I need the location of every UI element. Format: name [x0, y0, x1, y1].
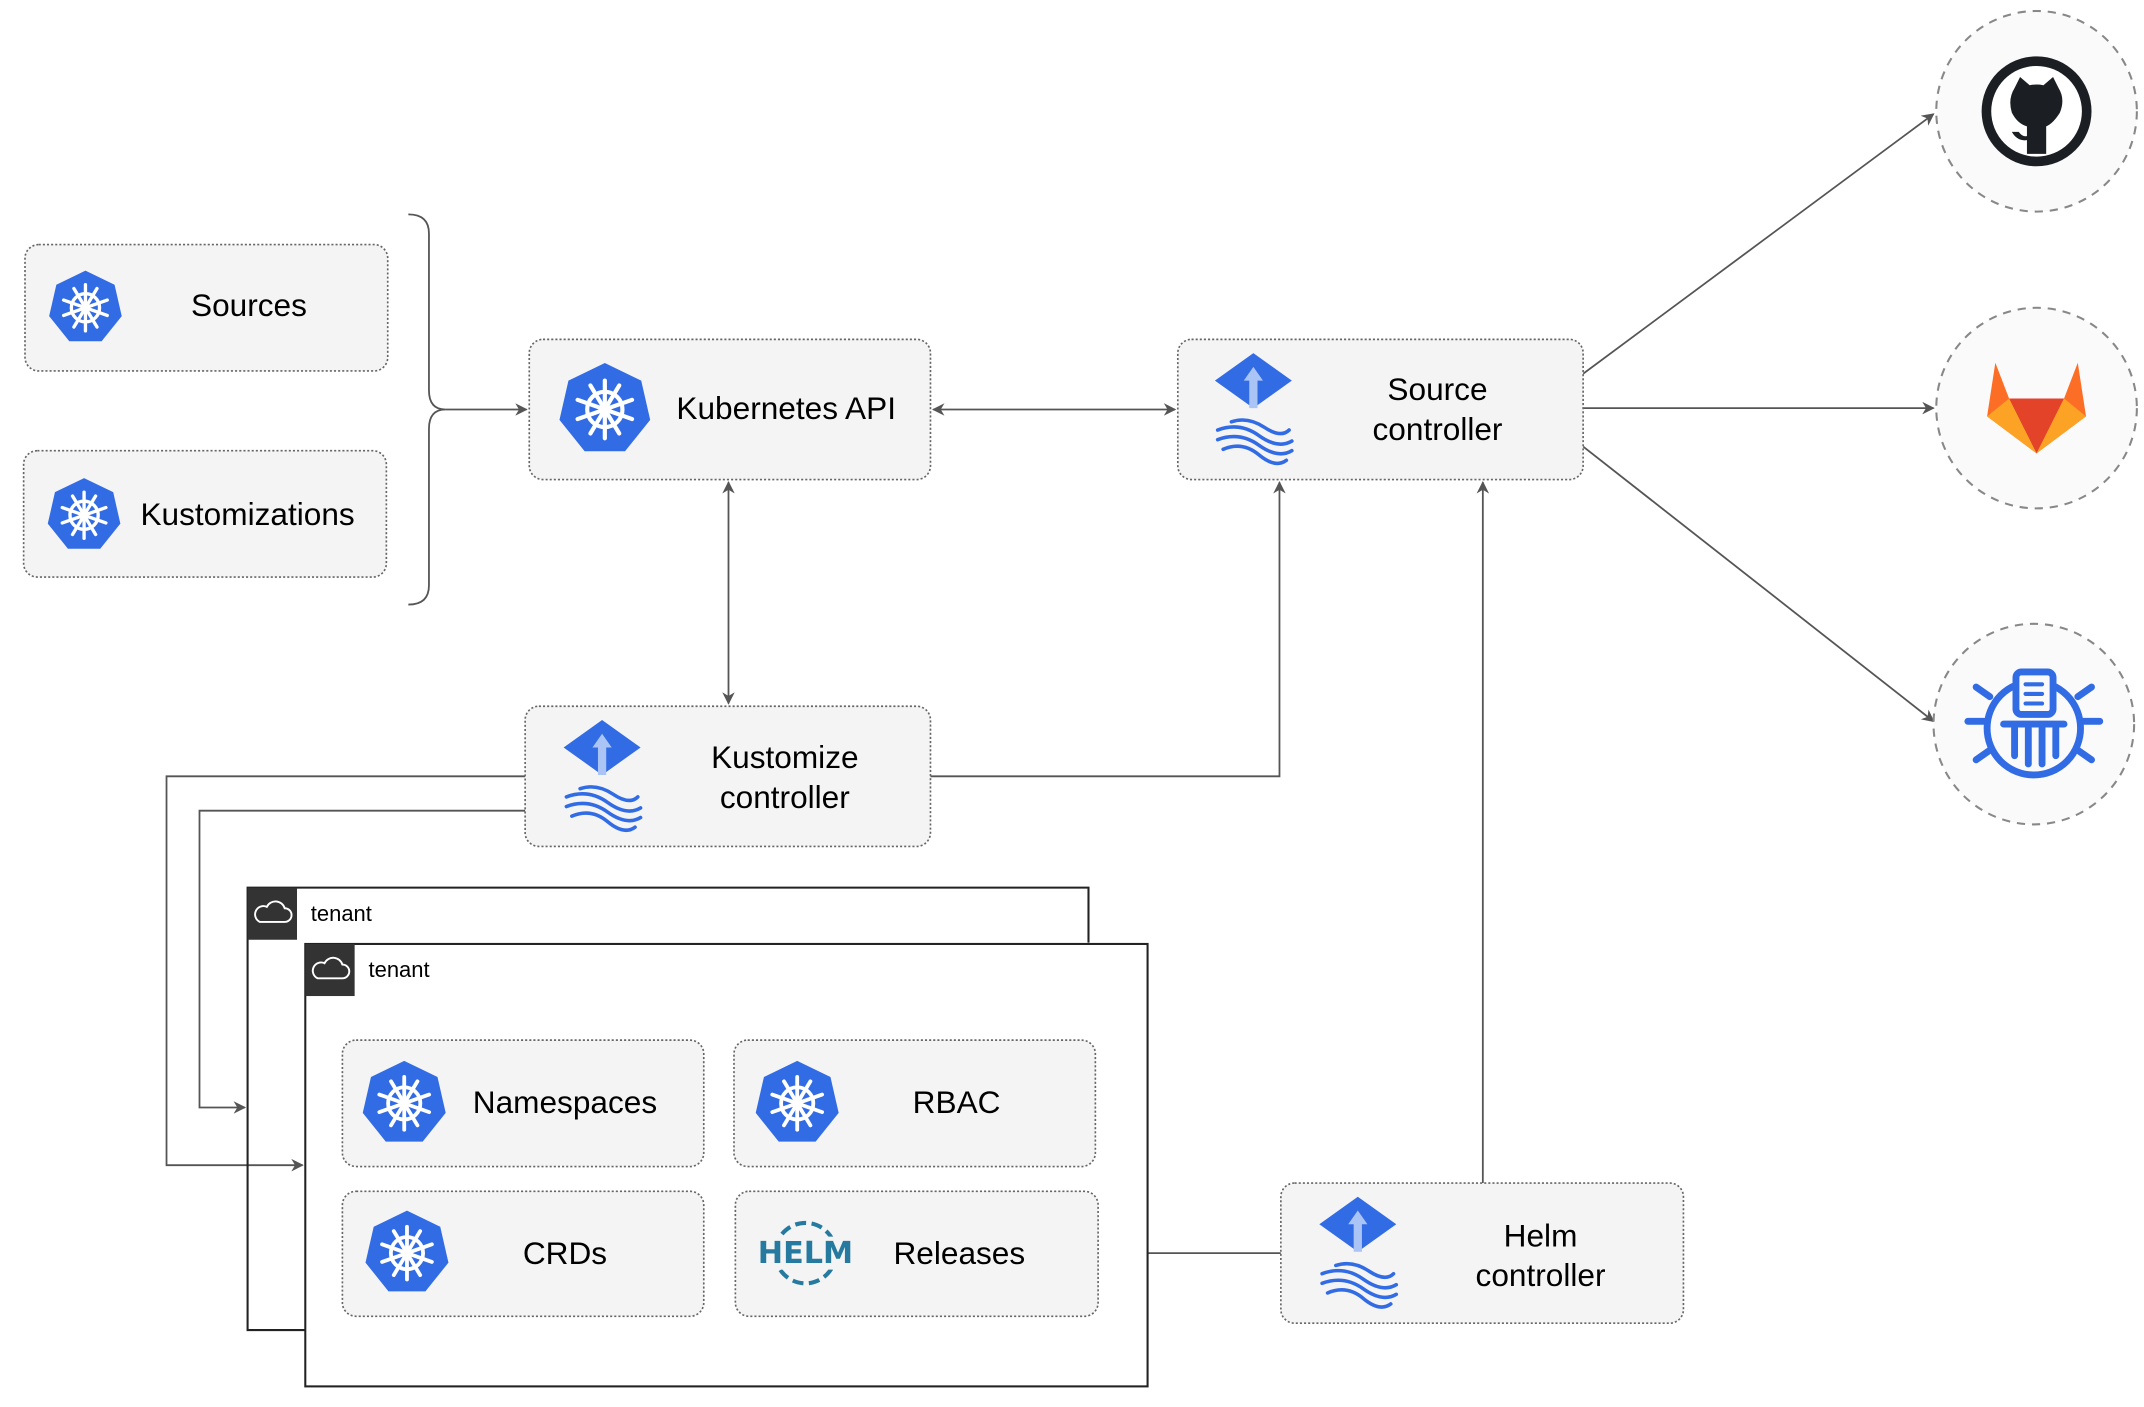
- helm-controller-label-1: Helm: [1504, 1217, 1578, 1253]
- kustomizations-label: Kustomizations: [140, 496, 354, 532]
- cloud-icon: [305, 943, 355, 997]
- edge-kustomize-tenant-front: [165, 775, 526, 1172]
- rbac-node[interactable]: RBAC: [733, 1039, 1097, 1168]
- github-source[interactable]: [1935, 9, 2138, 213]
- kustomize-controller-label-1: Kustomize: [711, 739, 858, 775]
- bucket-icon: [1964, 668, 2104, 779]
- edge-kustomize-source: [930, 481, 1286, 778]
- source-controller-label-1: Source: [1387, 371, 1487, 407]
- kustomizations-node[interactable]: Kustomizations: [22, 449, 388, 578]
- edge-source-github: [1582, 113, 1935, 375]
- namespaces-label: Namespaces: [473, 1084, 657, 1120]
- crds-node[interactable]: CRDs: [341, 1190, 705, 1318]
- github-icon: [1981, 56, 2092, 167]
- kubernetes-api-label: Kubernetes API: [676, 390, 896, 426]
- helm-icon: HELM: [758, 1220, 853, 1286]
- bucket-source[interactable]: [1932, 622, 2136, 826]
- crds-label: CRDs: [523, 1235, 607, 1271]
- kubernetes-api-node[interactable]: Kubernetes API: [528, 338, 932, 481]
- tenant-label: tenant: [369, 957, 430, 982]
- sources-node[interactable]: Sources: [24, 243, 389, 372]
- rbac-label: RBAC: [913, 1084, 1001, 1120]
- releases-node[interactable]: HELM Releases: [734, 1190, 1099, 1318]
- tenant-back[interactable]: tenant: [246, 886, 1090, 1332]
- releases-label: Releases: [893, 1235, 1025, 1271]
- svg-text:HELM: HELM: [758, 1236, 853, 1271]
- edge-kustomize-tenant-back: [198, 809, 526, 1114]
- kustomize-controller-node[interactable]: Kustomize controller: [524, 705, 932, 848]
- cloud-icon: [247, 887, 298, 940]
- edge-source-bucket: [1582, 445, 1935, 723]
- kustomize-controller-label-2: controller: [720, 779, 850, 815]
- gitlab-source[interactable]: [1935, 306, 2138, 510]
- gitlab-icon: [1987, 362, 2087, 454]
- source-controller-node[interactable]: Source controller: [1176, 338, 1584, 481]
- tenant-label: tenant: [311, 901, 372, 926]
- tenant-front[interactable]: tenant Namespaces RBAC CRDs HELM Release…: [304, 942, 1149, 1388]
- helm-controller-node[interactable]: Helm controller: [1280, 1182, 1685, 1325]
- namespaces-node[interactable]: Namespaces: [341, 1039, 705, 1168]
- helm-controller-label-2: controller: [1476, 1257, 1606, 1293]
- brace: [408, 213, 446, 606]
- source-controller-label-2: controller: [1373, 411, 1503, 447]
- sources-label: Sources: [191, 287, 307, 323]
